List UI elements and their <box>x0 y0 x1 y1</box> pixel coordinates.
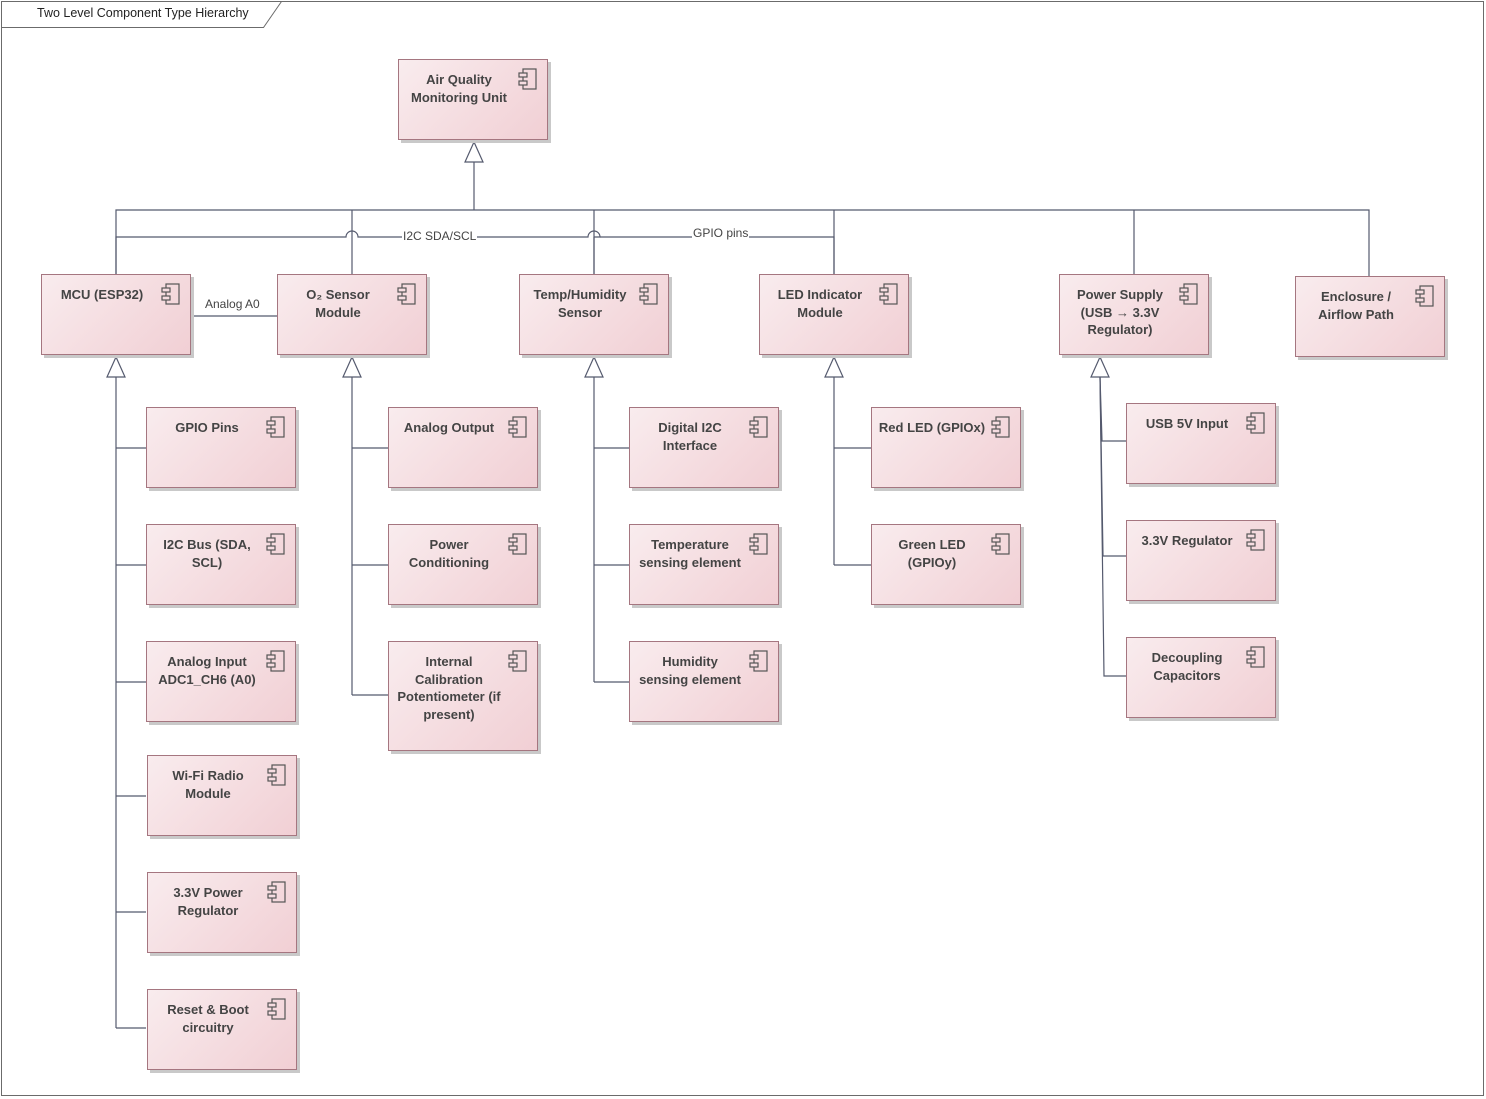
node-internal-calibration-potentiometer[interactable]: Internal Calibration Potentiometer (if p… <box>388 641 538 751</box>
diagram-title-tab <box>1 1 282 28</box>
node-label: 3.3V Regulator <box>1141 533 1233 548</box>
component-icon <box>508 533 527 555</box>
node-decoupling-capacitors[interactable]: Decoupling Capacitors <box>1126 637 1276 718</box>
node-label: USB 5V Input <box>1145 416 1229 431</box>
generalization-bus <box>115 209 1370 276</box>
node-humidity-sensing-element[interactable]: Humidity sensing element <box>629 641 779 722</box>
component-icon <box>267 998 286 1020</box>
node-label: Reset & Boot circuitry <box>167 1002 249 1035</box>
node-o2-sensor-module[interactable]: O₂ Sensor Module <box>277 274 427 355</box>
component-icon <box>508 650 527 672</box>
generalization-arrowhead-root <box>464 140 484 163</box>
node-power-conditioning[interactable]: Power Conditioning <box>388 524 538 605</box>
node-temperature-sensing-element[interactable]: Temperature sensing element <box>629 524 779 605</box>
component-icon <box>518 68 537 90</box>
node-label: Decoupling Capacitors <box>1151 650 1223 683</box>
edge-label-analog-a0: Analog A0 <box>204 297 261 311</box>
node-label: O₂ Sensor Module <box>306 287 370 320</box>
node-analog-input[interactable]: Analog Input ADC1_CH6 (A0) <box>146 641 296 722</box>
component-icon <box>267 881 286 903</box>
node-label: GPIO Pins <box>175 420 239 435</box>
node-psu-3v3-regulator[interactable]: 3.3V Regulator <box>1126 520 1276 601</box>
component-icon <box>749 416 768 438</box>
component-icon <box>1246 646 1265 668</box>
node-label: 3.3V Power Regulator <box>173 885 243 918</box>
node-wifi-radio-module[interactable]: Wi-Fi Radio Module <box>147 755 297 836</box>
generalization-arrowhead-temp <box>584 355 604 378</box>
node-label: Power Supply (USB → 3.3V Regulator) <box>1077 287 1163 337</box>
node-label: Analog Output <box>403 420 495 435</box>
generalization-arrowhead-psu <box>1090 355 1110 378</box>
node-green-led[interactable]: Green LED (GPIOy) <box>871 524 1021 605</box>
node-enclosure-airflow-path[interactable]: Enclosure / Airflow Path <box>1295 276 1445 357</box>
diagram-title: Two Level Component Type Hierarchy <box>37 6 249 20</box>
edge-label-i2c-sda-scl: I2C SDA/SCL <box>402 229 478 243</box>
node-mcu-power-regulator[interactable]: 3.3V Power Regulator <box>147 872 297 953</box>
component-icon <box>1246 529 1265 551</box>
connection-gpio-pins <box>600 236 835 274</box>
node-label: Power Conditioning <box>408 537 490 570</box>
psu-child-line-2 <box>1099 376 1126 677</box>
node-label: I2C Bus (SDA, SCL) <box>163 537 251 570</box>
node-analog-output[interactable]: Analog Output <box>388 407 538 488</box>
node-red-led[interactable]: Red LED (GPIOx) <box>871 407 1021 488</box>
component-icon <box>879 283 898 305</box>
node-led-indicator-module[interactable]: LED Indicator Module <box>759 274 909 355</box>
generalization-arrowhead-o2 <box>342 355 362 378</box>
component-icon <box>266 416 285 438</box>
psu-child-line-1 <box>1099 376 1126 557</box>
component-icon <box>266 650 285 672</box>
component-icon <box>266 533 285 555</box>
node-label: Internal Calibration Potentiometer (if p… <box>397 654 501 722</box>
node-label: Temperature sensing element <box>639 537 741 570</box>
component-icon <box>267 764 286 786</box>
component-icon <box>749 533 768 555</box>
node-gpio-pins[interactable]: GPIO Pins <box>146 407 296 488</box>
node-label: Digital I2C Interface <box>658 420 722 453</box>
generalization-arrowhead-mcu <box>106 355 126 378</box>
component-icon <box>1179 283 1198 305</box>
node-label: Temp/Humidity Sensor <box>533 287 627 320</box>
component-icon <box>161 283 180 305</box>
component-icon <box>1246 412 1265 434</box>
node-temp-humidity-sensor[interactable]: Temp/Humidity Sensor <box>519 274 669 355</box>
node-i2c-bus[interactable]: I2C Bus (SDA, SCL) <box>146 524 296 605</box>
node-power-supply[interactable]: Power Supply (USB → 3.3V Regulator) <box>1059 274 1209 355</box>
connection-i2c-sda-scl <box>115 230 601 274</box>
node-label: Enclosure / Airflow Path <box>1318 289 1394 322</box>
node-label: LED Indicator Module <box>777 287 863 320</box>
component-icon <box>749 650 768 672</box>
node-label: Analog Input ADC1_CH6 (A0) <box>158 654 256 687</box>
generalization-arrowhead-led <box>824 355 844 378</box>
node-digital-i2c-interface[interactable]: Digital I2C Interface <box>629 407 779 488</box>
component-icon <box>991 533 1010 555</box>
node-label: Green LED (GPIOy) <box>898 537 966 570</box>
edge-label-gpio-pins: GPIO pins <box>692 226 750 240</box>
node-label: Humidity sensing element <box>639 654 741 687</box>
node-reset-boot-circuitry[interactable]: Reset & Boot circuitry <box>147 989 297 1070</box>
component-icon <box>991 416 1010 438</box>
node-air-quality-monitoring-unit[interactable]: Air Quality Monitoring Unit <box>398 59 548 140</box>
node-label: Air Quality Monitoring Unit <box>410 72 508 105</box>
component-icon <box>508 416 527 438</box>
node-label: MCU (ESP32) <box>60 287 144 302</box>
node-label: Wi-Fi Radio Module <box>172 768 244 801</box>
node-label: Red LED (GPIOx) <box>878 420 986 435</box>
component-icon <box>1415 285 1434 307</box>
psu-child-line-0 <box>1099 376 1126 442</box>
component-icon <box>397 283 416 305</box>
node-mcu[interactable]: MCU (ESP32) <box>41 274 191 355</box>
component-icon <box>639 283 658 305</box>
node-usb-5v-input[interactable]: USB 5V Input <box>1126 403 1276 484</box>
